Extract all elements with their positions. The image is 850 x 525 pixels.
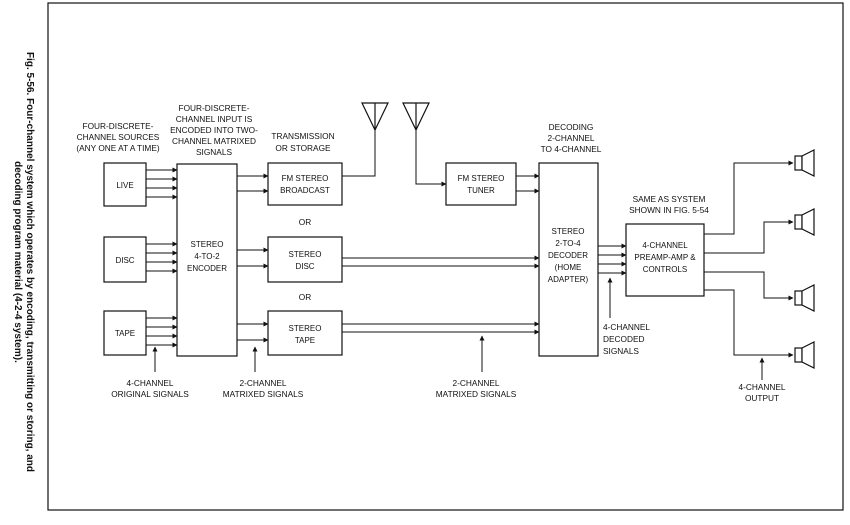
speaker-icon	[794, 149, 815, 177]
decoder-block: STEREO 2-TO-4 DECODER (HOME ADAPTER)	[538, 162, 599, 357]
sources-header: FOUR-DISCRETE- CHANNEL SOURCES (ANY ONE …	[76, 121, 160, 153]
original-signals-line: ORIGINAL SIGNALS	[111, 389, 189, 399]
fm-broadcast-block: FM STEREO BROADCAST	[267, 162, 343, 206]
original-signals-line: 4-CHANNEL	[126, 378, 173, 388]
encoder-block: STEREO 4-TO-2 ENCODER	[176, 163, 238, 357]
decoded-signals-line: 4-CHANNEL	[603, 322, 650, 332]
or-label: OR	[299, 217, 311, 227]
disc-label: DISC	[115, 256, 134, 265]
same-as-system-note: SAME AS SYSTEM SHOWN IN FIG. 5-54	[629, 194, 709, 215]
speaker-icon	[794, 208, 815, 236]
encoder-header-line: ENCODED INTO TWO-	[170, 125, 258, 135]
speaker-icon	[794, 341, 815, 369]
decoder-label-line: ADAPTER)	[548, 275, 589, 284]
decoded-signals-line: SIGNALS	[603, 346, 639, 356]
decoded-signals-line: DECODED	[603, 334, 645, 344]
preamp-label-line: 4-CHANNEL	[642, 241, 688, 250]
sources-header-line: (ANY ONE AT A TIME)	[76, 143, 160, 153]
preamp-label-line: CONTROLS	[643, 265, 687, 274]
output-label: 4-CHANNEL OUTPUT	[738, 382, 785, 403]
transmission-header-line: OR STORAGE	[275, 143, 331, 153]
stereo-disc-label-line: DISC	[295, 262, 314, 271]
matrixed-signals-label: 2-CHANNEL MATRIXED SIGNALS	[223, 378, 304, 399]
stereo-tape-label-line: TAPE	[295, 336, 315, 345]
output-line: 4-CHANNEL	[738, 382, 785, 392]
preamp-block: 4-CHANNEL PREAMP-AMP & CONTROLS	[625, 223, 705, 297]
matrixed-signals-line: 2-CHANNEL	[239, 378, 286, 388]
encoder-header-line: CHANNEL MATRIXED	[172, 136, 256, 146]
decoding-header-line: TO 4-CHANNEL	[541, 144, 602, 154]
encoder-label-line: ENCODER	[187, 264, 227, 273]
encoder-header-line: SIGNALS	[196, 147, 232, 157]
decoded-signals-label: 4-CHANNEL DECODED SIGNALS	[603, 322, 650, 356]
disc-block: DISC	[103, 236, 147, 283]
fm-broadcast-label-line: BROADCAST	[280, 186, 330, 195]
live-block: LIVE	[103, 162, 147, 207]
same-as-system-line: SAME AS SYSTEM	[633, 194, 706, 204]
matrixed-signals-label: 2-CHANNEL MATRIXED SIGNALS	[436, 378, 517, 399]
stereo-tape-label-line: STEREO	[289, 324, 322, 333]
encoder-label-line: STEREO	[191, 240, 224, 249]
tape-block: TAPE	[103, 310, 147, 356]
antenna-icon	[402, 102, 430, 132]
decoding-header-line: DECODING	[549, 122, 594, 132]
fm-broadcast-label-line: FM STEREO	[282, 174, 329, 183]
signal-lines	[146, 130, 794, 380]
encoder-header-line: FOUR-DISCRETE-	[179, 103, 250, 113]
matrixed-signals-line: MATRIXED SIGNALS	[436, 389, 517, 399]
live-label: LIVE	[116, 181, 133, 190]
transmission-header-line: TRANSMISSION	[271, 131, 334, 141]
figure-frame	[47, 2, 844, 511]
fm-tuner-label-line: TUNER	[467, 186, 495, 195]
preamp-label-line: PREAMP-AMP &	[634, 253, 696, 262]
matrixed-signals-line: MATRIXED SIGNALS	[223, 389, 304, 399]
or-label: OR	[299, 292, 311, 302]
decoding-header: DECODING 2-CHANNEL TO 4-CHANNEL	[541, 122, 602, 154]
fm-tuner-label-line: FM STEREO	[458, 174, 505, 183]
original-signals-label: 4-CHANNEL ORIGINAL SIGNALS	[111, 378, 189, 399]
encoder-header-line: CHANNEL INPUT IS	[176, 114, 253, 124]
antenna-icon	[361, 102, 389, 132]
decoding-header-line: 2-CHANNEL	[547, 133, 594, 143]
tape-label: TAPE	[115, 329, 135, 338]
stereo-tape-block: STEREO TAPE	[267, 310, 343, 356]
fm-tuner-block: FM STEREO TUNER	[445, 162, 517, 206]
output-line: OUTPUT	[745, 393, 779, 403]
stereo-disc-block: STEREO DISC	[267, 236, 343, 283]
decoder-label-line: STEREO	[552, 227, 585, 236]
decoder-label-line: 2-TO-4	[555, 239, 581, 248]
same-as-system-line: SHOWN IN FIG. 5-54	[629, 205, 709, 215]
matrixed-signals-line: 2-CHANNEL	[452, 378, 499, 388]
stereo-disc-label-line: STEREO	[289, 250, 322, 259]
sources-header-line: FOUR-DISCRETE-	[83, 121, 154, 131]
encoder-header: FOUR-DISCRETE- CHANNEL INPUT IS ENCODED …	[170, 103, 258, 157]
sources-header-line: CHANNEL SOURCES	[77, 132, 160, 142]
speaker-icon	[794, 284, 815, 312]
encoder-label-line: 4-TO-2	[194, 252, 220, 261]
decoder-label-line: (HOME	[555, 263, 582, 272]
decoder-label-line: DECODER	[548, 251, 588, 260]
transmission-header: TRANSMISSION OR STORAGE	[271, 131, 334, 153]
